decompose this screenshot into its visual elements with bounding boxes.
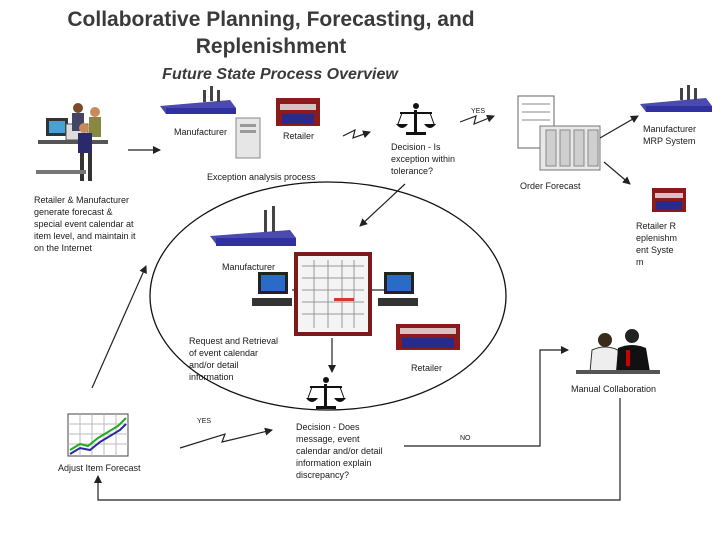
retailer-label-mid: Retailer (411, 363, 443, 373)
order-forecast-label: Order Forecast (520, 181, 581, 191)
subtitle: Future State Process Overview (162, 66, 398, 83)
title-line-1: Collaborative Planning, Forecasting, and (67, 8, 475, 31)
title-line-2: Replenishment (195, 35, 347, 58)
retailer-manufacturer-description: Retailer & Manufacturer generate forecas… (34, 195, 136, 253)
retailer-label-top: Retailer (283, 131, 315, 141)
request-retrieval-label: Request and Retrieval of event calendar … (189, 336, 279, 382)
no-label: NO (460, 435, 471, 442)
manufacturer-label-mid: Manufacturer (222, 262, 276, 272)
arrow-adjust-to-retailer (91, 265, 147, 389)
return-path-to-adjust (94, 398, 621, 501)
event-calendar-grid-icon (294, 252, 372, 336)
arrow-into-ellipse (359, 183, 406, 227)
scales-icon-top (396, 103, 436, 135)
retailer-store-icon-top (276, 98, 320, 126)
yes-label-bottom: YES (197, 418, 212, 425)
line-chart-icon (67, 413, 129, 457)
retailer-store-icon-right (652, 188, 686, 212)
people-at-computers-icon (36, 103, 108, 181)
computer-icon-right (378, 272, 418, 306)
decision-top-label: Decision - Is exception within tolerance… (391, 142, 456, 176)
computer-tower-icon (235, 117, 261, 159)
adjust-item-forecast-label: Adjust Item Forecast (58, 463, 141, 473)
manual-collaboration-icon (576, 329, 660, 374)
manufacturer-label-top: Manufacturer (174, 127, 228, 137)
retailer-replenishment-label: Retailer Replenishment System (636, 221, 678, 267)
scales-icon-bottom (306, 377, 346, 409)
computer-icon-left (252, 272, 292, 306)
order-forecast-icon (517, 95, 601, 171)
arrow-to-retailer-replenishment (603, 161, 631, 185)
yes-label-top: YES (471, 108, 486, 115)
zigzag-arrow-yes (459, 114, 495, 125)
manufacturer-factory-icon-top (160, 86, 236, 114)
manual-collaboration-label: Manual Collaboration (571, 384, 657, 394)
retailer-store-icon-mid (396, 324, 460, 350)
decision-bottom-label: Decision - Does message, event calendar … (296, 422, 383, 480)
manufacturer-mrp-label: Manufacturer MRP System (643, 124, 697, 146)
manufacturer-mrp-factory-icon (640, 85, 712, 112)
manufacturer-factory-icon-mid (210, 206, 296, 246)
arrow-to-mrp (599, 115, 639, 139)
zigzag-arrow-yes-bottom (179, 427, 273, 449)
collaboration-ellipse (149, 181, 507, 411)
zigzag-arrow-1 (342, 128, 371, 139)
no-path-to-manual-collab (404, 346, 569, 447)
exception-analysis-label: Exception analysis process (207, 172, 316, 182)
